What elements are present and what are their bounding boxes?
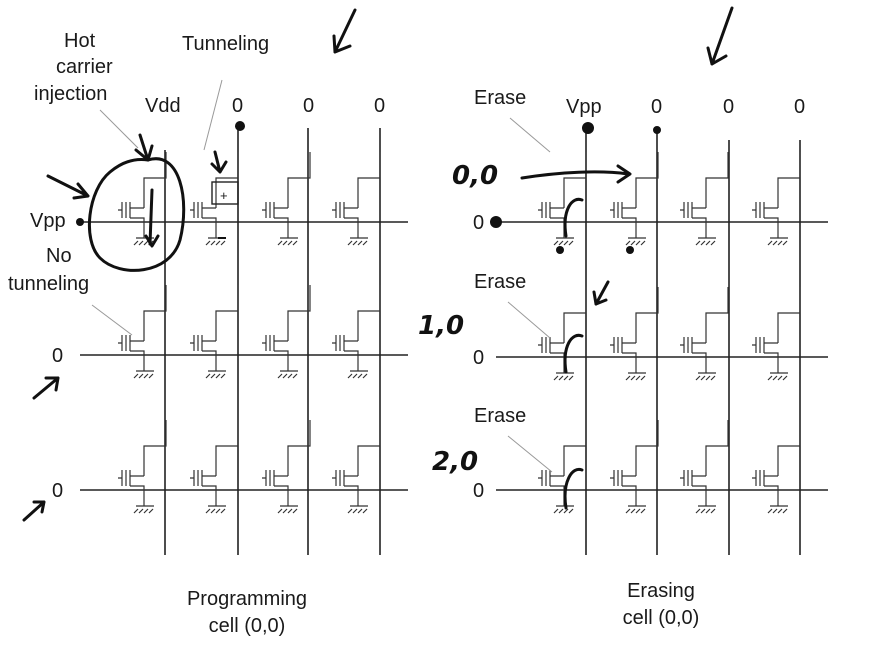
- direction-arrow: [706, 6, 734, 66]
- electron-arrow: [563, 467, 584, 510]
- small-arrow: [210, 150, 228, 174]
- tunneling-leader: [203, 79, 223, 151]
- right-wordline-value: 0: [473, 212, 484, 234]
- left-bitline-value: 0: [374, 95, 385, 117]
- left-bitline-dot: [235, 121, 245, 131]
- right-array: Vpp 0 0 0 0 0 0 Erase Erase Erase 0,0 1,…: [418, 6, 828, 629]
- tunneling-gate-box: [211, 181, 239, 205]
- right-caption: cell (0,0): [623, 607, 700, 629]
- left-bitline-value: 0: [303, 95, 314, 117]
- hot-carrier-label: Hot: [64, 30, 96, 52]
- no-tunneling-leader: [91, 304, 133, 336]
- hot-carrier-label: injection: [34, 83, 107, 105]
- vpp-label: Vpp: [566, 96, 602, 118]
- hot-carrier-label: carrier: [56, 56, 113, 78]
- tunneling-label: Tunneling: [182, 33, 269, 55]
- vpp-label: Vpp: [30, 210, 66, 232]
- right-bitline-value: 0: [723, 96, 734, 118]
- left-wordline-value: 0: [52, 345, 63, 367]
- handwritten-cell-label: 2,0: [432, 447, 478, 477]
- highlight-circle: [87, 157, 186, 272]
- small-arrow: [46, 174, 90, 200]
- direction-arrow: [332, 8, 357, 54]
- erase-label: Erase: [474, 87, 526, 109]
- left-caption: Programming: [187, 588, 307, 610]
- hot-carrier-leader: [99, 109, 139, 149]
- electron-arrow: [563, 333, 584, 374]
- vdd-label: Vdd: [145, 95, 181, 117]
- handwritten-cell-label: 1,0: [418, 311, 464, 341]
- source-dot: [626, 246, 634, 254]
- right-caption: Erasing: [627, 580, 695, 602]
- erase-leader: [507, 301, 551, 339]
- no-tunneling-label: tunneling: [8, 273, 89, 295]
- erase-leader: [509, 117, 551, 153]
- right-vpp-dot: [582, 122, 594, 134]
- electron-arrow: [144, 188, 160, 248]
- erase-leader: [507, 435, 553, 473]
- handwritten-cell-label: 0,0: [452, 161, 498, 191]
- small-arrow: [592, 280, 610, 306]
- right-bitline-dot: [653, 126, 661, 134]
- direction-arrow: [32, 376, 60, 400]
- right-bitline-value: 0: [794, 96, 805, 118]
- right-wordline-value: 0: [473, 480, 484, 502]
- source-dot: [556, 246, 564, 254]
- electron-arrow: [563, 197, 584, 238]
- left-caption: cell (0,0): [209, 615, 286, 637]
- left-vpp-dot: [76, 218, 84, 226]
- right-wordline-dot: [490, 216, 502, 228]
- direction-arrow: [22, 500, 46, 522]
- erase-label: Erase: [474, 405, 526, 427]
- erase-label: Erase: [474, 271, 526, 293]
- left-array: 0 0 0 0 0 Hot carrier injection Vdd Tunn…: [8, 8, 408, 637]
- right-bitline-value: 0: [651, 96, 662, 118]
- left-wordline-value: 0: [52, 480, 63, 502]
- left-bitline-value: 0: [232, 95, 243, 117]
- right-wordline-value: 0: [473, 347, 484, 369]
- plus-sign: +: [220, 188, 228, 203]
- cell-pointer-arrow: [520, 164, 632, 184]
- small-arrow: [134, 133, 154, 162]
- no-tunneling-label: No: [46, 245, 72, 267]
